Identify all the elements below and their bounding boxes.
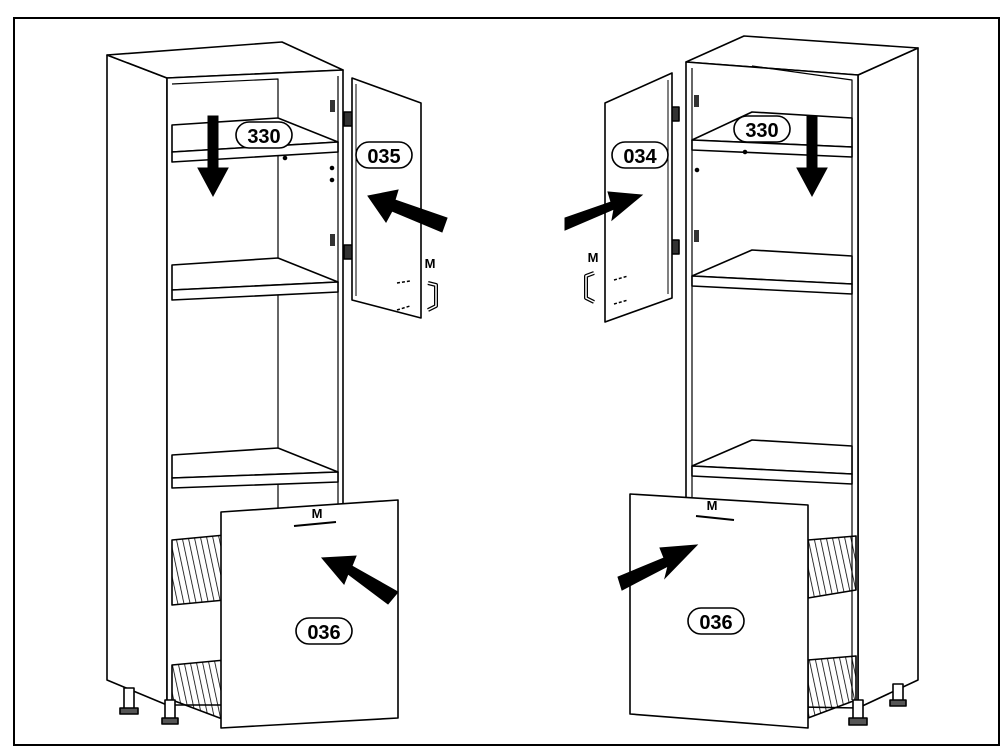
left-shelf-label: 330 xyxy=(235,121,293,149)
left-shelf-part-number: 330 xyxy=(247,126,280,148)
right-shelf-part-number: 330 xyxy=(745,120,778,142)
left-basket-upper xyxy=(171,534,226,606)
right-drawer-handle-letter: M xyxy=(707,498,718,513)
left-drawer-label: 036 xyxy=(295,617,353,645)
left-drawer-part-number: 036 xyxy=(307,622,340,644)
right-drawer-handle-icon xyxy=(695,515,735,521)
left-door-part-number: 035 xyxy=(367,146,400,168)
left-door-label: 035 xyxy=(355,141,413,169)
left-drawer-front-036 xyxy=(220,499,399,729)
right-drawer-arrow-icon xyxy=(617,544,699,591)
right-shelf-down-arrow-icon xyxy=(796,115,828,198)
left-drawer-handle-letter: M xyxy=(312,506,323,521)
right-drawer-label: 036 xyxy=(687,607,745,635)
left-door-handle-letter: M xyxy=(425,256,436,271)
left-cabinet xyxy=(106,41,438,729)
left-drawer-arrow-icon xyxy=(320,555,399,605)
right-door-arrow-icon xyxy=(564,191,644,231)
right-door-label: 034 xyxy=(611,141,669,169)
right-basket-upper xyxy=(807,535,857,599)
right-door-part-number: 034 xyxy=(623,146,657,168)
right-door-handle-letter: M xyxy=(588,250,599,265)
left-drawer-handle-icon xyxy=(293,521,337,527)
right-shelf-label: 330 xyxy=(733,115,791,143)
right-drawer-part-number: 036 xyxy=(699,612,732,634)
right-cabinet xyxy=(584,35,919,729)
left-shelf-down-arrow-icon xyxy=(197,115,229,198)
left-cabinet-side-panel xyxy=(106,54,168,706)
right-cabinet-side-panel xyxy=(857,47,919,709)
left-door-arrow-icon xyxy=(367,189,448,233)
